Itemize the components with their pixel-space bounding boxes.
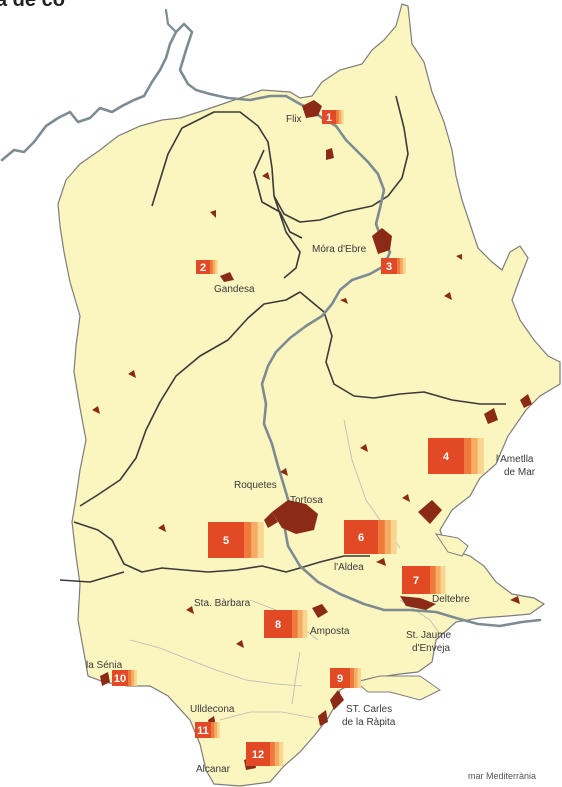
label-stbarbara: Sta. Bàrbara bbox=[194, 598, 251, 609]
label-stcarles-1: ST. Carles bbox=[346, 704, 392, 715]
region-land bbox=[57, 3, 561, 787]
map-title: a de co bbox=[0, 0, 65, 11]
marker-11-layer-3 bbox=[195, 722, 211, 738]
label-stjaume-1: St. Jaume bbox=[406, 630, 451, 641]
municipal-borders bbox=[129, 419, 445, 721]
marker-6-layer-3 bbox=[344, 520, 378, 554]
marker-9-label: 9 bbox=[337, 673, 343, 685]
marker-5: 5 bbox=[208, 522, 264, 558]
place-labels: Flix Móra d'Ebre Gandesa l'Ametlla de Ma… bbox=[86, 114, 536, 775]
marker-6: 6 bbox=[344, 520, 397, 554]
marker-1-layer-3 bbox=[322, 110, 336, 124]
label-ametlla-1: l'Ametlla bbox=[496, 454, 534, 465]
marker-5-layer-3 bbox=[208, 522, 244, 558]
label-alcanar: Alcanar bbox=[196, 764, 231, 775]
marker-8-layer-3 bbox=[264, 610, 292, 638]
marker-7: 7 bbox=[402, 566, 446, 594]
label-gandesa: Gandesa bbox=[214, 284, 255, 295]
marker-4-label: 4 bbox=[443, 451, 450, 463]
marker-5-label: 5 bbox=[223, 535, 229, 547]
marker-3-label: 3 bbox=[386, 261, 392, 273]
label-aldea: l'Aldea bbox=[334, 562, 364, 573]
marker-4: 4 bbox=[428, 438, 484, 474]
urban-areas bbox=[92, 100, 532, 770]
marker-11-label: 11 bbox=[197, 725, 209, 737]
marker-11: 11 bbox=[195, 722, 220, 738]
marker-3: 3 bbox=[381, 258, 406, 274]
marker-9: 9 bbox=[330, 668, 361, 688]
marker-3-layer-3 bbox=[381, 258, 397, 274]
marker-8-label: 8 bbox=[275, 619, 281, 631]
delta-spit bbox=[434, 533, 469, 557]
label-amposta: Amposta bbox=[310, 626, 350, 637]
marker-10-label: 10 bbox=[114, 673, 126, 685]
label-mora: Móra d'Ebre bbox=[312, 244, 367, 255]
marker-2-layer-3 bbox=[196, 260, 210, 274]
marker-2-label: 2 bbox=[200, 262, 206, 274]
marker-12-label: 12 bbox=[252, 749, 264, 761]
marker-2: 2 bbox=[196, 260, 218, 274]
label-ulldecona: Ulldecona bbox=[190, 704, 235, 715]
label-ametlla-2: de Mar bbox=[504, 467, 536, 478]
marker-12: 12 bbox=[246, 742, 284, 766]
label-stcarles-2: de la Ràpita bbox=[342, 717, 396, 728]
river-ebre bbox=[0, 22, 542, 628]
marker-7-label: 7 bbox=[413, 575, 419, 587]
label-flix: Flix bbox=[286, 114, 302, 125]
marker-1: 1 bbox=[322, 110, 344, 124]
label-tortosa: Tortosa bbox=[290, 495, 323, 506]
river-tributary-north bbox=[164, 8, 178, 34]
label-senia: la Sénia bbox=[86, 660, 123, 671]
label-roquetes: Roquetes bbox=[234, 480, 277, 491]
marker-6-label: 6 bbox=[358, 532, 364, 544]
marker-7-layer-3 bbox=[402, 566, 430, 594]
label-deltebre: Deltebre bbox=[432, 594, 470, 605]
marker-10: 10 bbox=[112, 670, 137, 686]
marker-8: 8 bbox=[264, 610, 308, 638]
label-stjaume-2: d'Enveja bbox=[412, 643, 450, 654]
marker-10-layer-3 bbox=[112, 670, 128, 686]
sea-label: mar Mediterrània bbox=[468, 771, 536, 781]
marker-1-label: 1 bbox=[326, 112, 332, 124]
delta-south-spit bbox=[354, 675, 441, 701]
marker-9-layer-3 bbox=[330, 668, 350, 688]
marker-12-layer-3 bbox=[246, 742, 270, 766]
marker-4-layer-3 bbox=[428, 438, 464, 474]
